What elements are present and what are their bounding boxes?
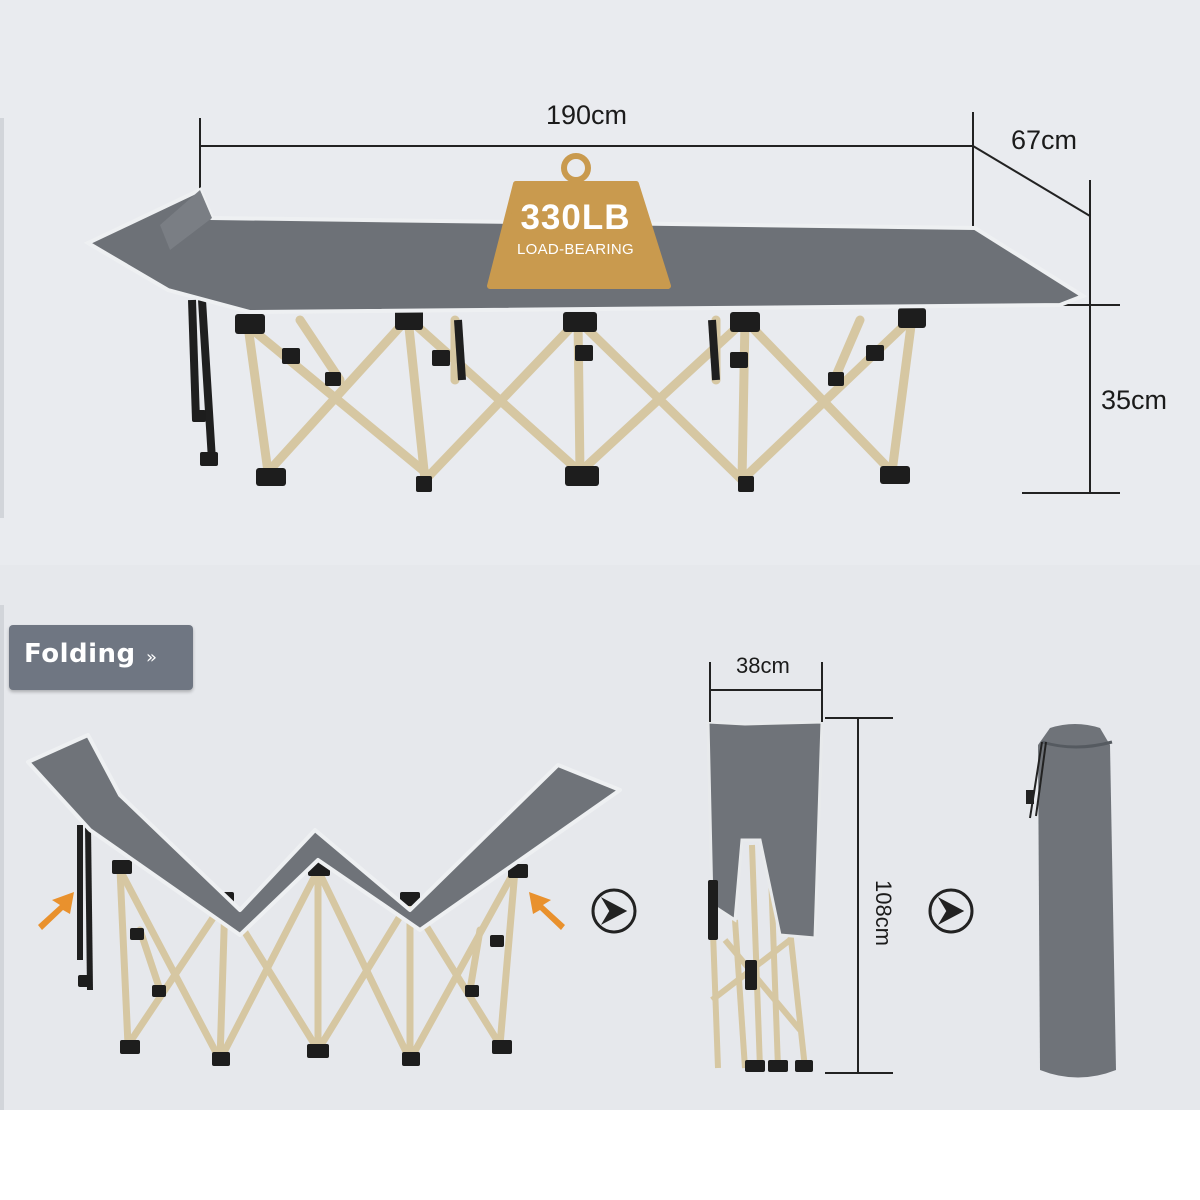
cot-straps — [188, 299, 720, 461]
folded-width-label: 38cm — [736, 653, 790, 678]
carry-bag — [1026, 724, 1116, 1078]
load-caption: LOAD-BEARING — [517, 241, 634, 258]
cot-pillow — [160, 190, 212, 250]
dimension-lines-folded — [709, 662, 893, 1074]
folded-cot-fabric — [706, 720, 824, 940]
weight-icon — [487, 153, 671, 289]
folding-cot-straps — [77, 824, 93, 991]
length-label: 190cm — [546, 100, 628, 130]
next-arrow-icon — [591, 888, 637, 934]
load-capacity: 330LB — [520, 198, 631, 237]
height-label: 35cm — [1101, 385, 1168, 415]
folding-cot-joints — [78, 860, 528, 1066]
dimension-lines-top — [199, 112, 1120, 494]
cot-frame — [243, 313, 917, 485]
folded-cot-joints — [708, 880, 813, 1072]
folding-arrow-icon — [38, 892, 565, 930]
panel-edge-top — [0, 118, 4, 518]
folding-label: Folding — [24, 639, 136, 669]
next-arrow-icon-2 — [928, 888, 974, 934]
folded-length-label: 108cm — [871, 879, 897, 947]
cot-joints — [192, 308, 926, 492]
folding-label-tag: Folding » — [9, 625, 193, 690]
panel-edge-bottom — [0, 605, 4, 1110]
width-label: 67cm — [1011, 125, 1078, 155]
folding-cot-fabric — [26, 733, 622, 937]
double-chevron-icon: » — [146, 647, 158, 668]
